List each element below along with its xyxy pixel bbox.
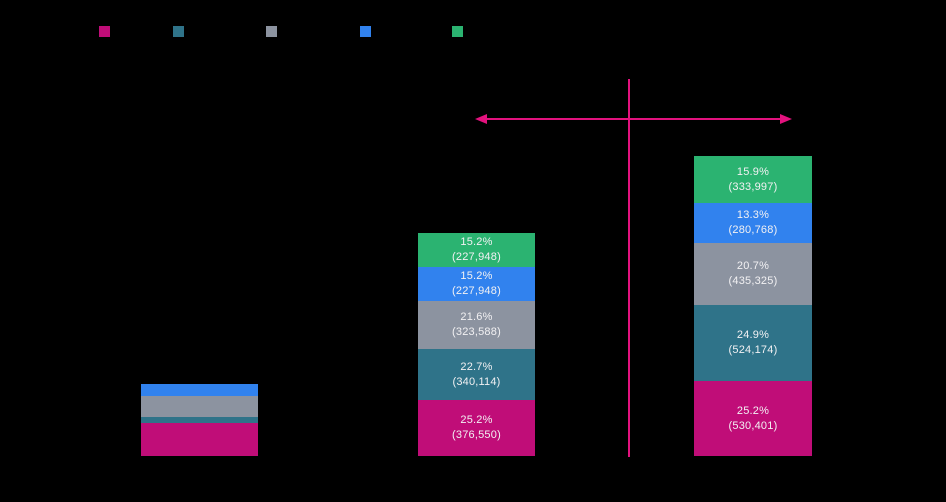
arrowhead-right-icon	[780, 114, 792, 124]
segment-label: 25.2% (376,550)	[452, 413, 501, 443]
stacked-bar-1	[141, 384, 258, 456]
segment-value-label: (333,997)	[728, 180, 778, 193]
segment-percent-label: 13.3%	[736, 209, 770, 221]
segment-value-label: (376,550)	[452, 429, 501, 441]
bar-segment-teal	[141, 417, 258, 423]
segment-value-label: (530,401)	[728, 419, 778, 432]
segment-label: 13.3% (280,768)	[729, 208, 778, 238]
annotation-vertical-line	[628, 79, 630, 457]
segment-percent-label: 25.2%	[736, 404, 770, 417]
arrowhead-left-icon	[475, 114, 487, 124]
bar-segment-magenta	[141, 423, 258, 456]
segment-label: 21.6% (323,588)	[452, 310, 501, 340]
segment-value-label: (340,114)	[452, 375, 501, 388]
segment-percent-label: 22.7%	[460, 360, 493, 373]
segment-percent-label: 15.9%	[736, 165, 770, 178]
segment-value-label: (435,325)	[728, 275, 778, 287]
legend-swatch-teal[interactable]	[173, 26, 184, 37]
bar-segment-blue: 13.3% (280,768)	[694, 203, 812, 243]
bar-segment-green: 15.9% (333,997)	[694, 156, 812, 203]
segment-percent-label: 15.2%	[460, 270, 493, 282]
bar-segment-gray: 20.7% (435,325)	[694, 243, 812, 305]
segment-label: 20.7% (435,325)	[729, 259, 778, 289]
segment-value-label: (227,948)	[452, 285, 501, 297]
segment-label: 24.9% (524,174)	[729, 328, 778, 358]
legend-swatch-gray[interactable]	[266, 26, 277, 37]
segment-value-label: (280,768)	[728, 224, 778, 236]
stacked-bar-3: 15.9% (333,997) 13.3% (280,768) 20.7% (435,32…	[694, 156, 812, 456]
segment-label: 25.2% (530,401)	[729, 404, 778, 434]
bar-segment-gray: 21.6% (323,588)	[418, 301, 535, 349]
bar-segment-green: 15.2% (227,948)	[418, 233, 535, 267]
stacked-bar-2: 15.2% (227,948) 15.2% (227,948) 21.6% (323,58…	[418, 233, 535, 456]
bar-segment-blue	[141, 384, 258, 396]
segment-label: 15.9% (333,997)	[729, 165, 778, 195]
segment-percent-label: 25.2%	[460, 414, 493, 426]
legend-swatch-green[interactable]	[452, 26, 463, 37]
segment-percent-label: 15.2%	[460, 236, 493, 248]
bar-segment-teal: 22.7% (340,114)	[418, 349, 535, 400]
segment-percent-label: 20.7%	[736, 260, 770, 272]
segment-label: 15.2% (227,948)	[452, 235, 501, 265]
bar-segment-blue: 15.2% (227,948)	[418, 267, 535, 301]
annotation-horizontal-arrow	[485, 118, 782, 120]
legend	[0, 0, 946, 50]
segment-value-label: (524,174)	[728, 344, 778, 356]
bar-segment-teal: 24.9% (524,174)	[694, 305, 812, 381]
segment-label: 15.2% (227,948)	[452, 269, 501, 299]
legend-swatch-magenta[interactable]	[99, 26, 110, 37]
bar-segment-magenta: 25.2% (530,401)	[694, 381, 812, 456]
segment-value-label: (323,588)	[452, 326, 501, 338]
segment-percent-label: 21.6%	[460, 311, 493, 323]
segment-label: 22.7% (340,114)	[452, 360, 500, 390]
bar-segment-gray	[141, 396, 258, 417]
legend-swatch-blue[interactable]	[360, 26, 371, 37]
segment-value-label: (227,948)	[452, 251, 501, 263]
segment-percent-label: 24.9%	[736, 329, 770, 341]
bar-segment-magenta: 25.2% (376,550)	[418, 400, 535, 456]
